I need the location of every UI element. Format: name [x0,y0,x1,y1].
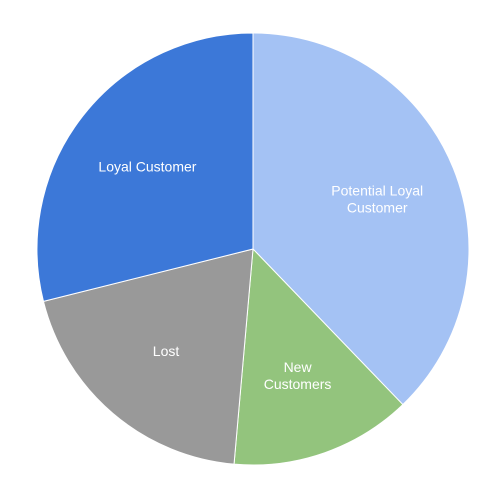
pie-label-line: Potential Loyal [331,182,423,198]
pie-slice-potential-loyal-customer [252,32,470,406]
pie-label-lost: Lost [153,343,180,359]
pie-label-line: Lost [153,343,180,359]
pie-slice-new-customers [233,247,404,466]
pie-label-line: Customer [347,199,408,215]
pie-label-line: Loyal Customer [98,159,196,175]
pie-slice-loyal-customer [36,32,254,303]
pie-slice-lost [42,248,254,465]
pie-label-loyal-customer: Loyal Customer [98,159,196,175]
pie-label-line: Customers [264,376,332,392]
pie-label-line: New [284,359,313,375]
